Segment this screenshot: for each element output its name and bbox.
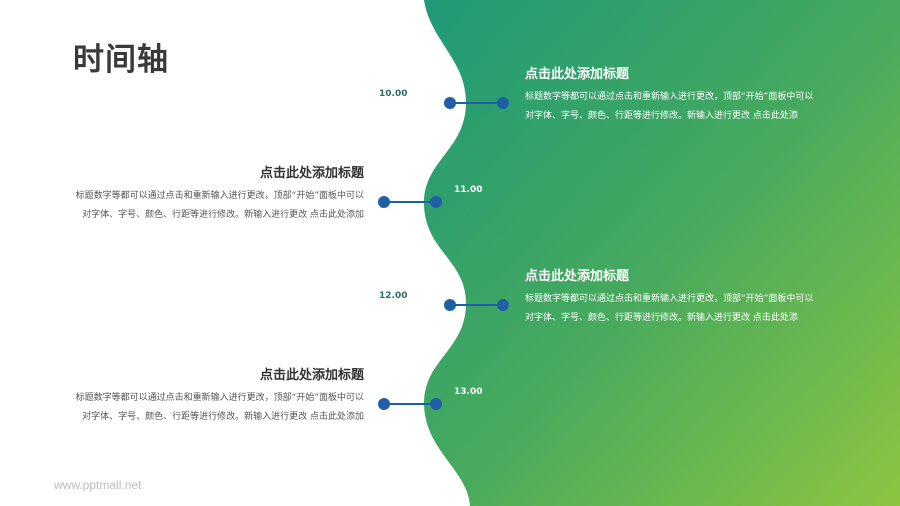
timeline-item-10: 点击此处添加标题 标题数字等都可以通过点击和重新输入进行更改，顶部“开始”面板中… <box>525 63 855 126</box>
page-title: 时间轴 <box>73 42 169 78</box>
item-title[interactable]: 点击此处添加标题 <box>259 166 364 181</box>
connector-12 <box>444 299 509 311</box>
desc-line: 对字体、字号、颜色、行距等进行修改。新输入进行更改 点击此处添 <box>525 111 798 121</box>
item-title[interactable]: 点击此处添加标题 <box>525 67 630 82</box>
item-description[interactable]: 标题数字等都可以通过点击和重新输入进行更改，顶部“开始”面板中可以 对字体、字号… <box>34 389 364 427</box>
item-description[interactable]: 标题数字等都可以通过点击和重新输入进行更改，顶部“开始”面板中可以 对字体、字号… <box>34 187 364 225</box>
desc-line: 标题数字等都可以通过点击和重新输入进行更改，顶部“开始”面板中可以 <box>75 393 364 403</box>
watermark: www.pptmall.net <box>54 478 142 492</box>
connector-10 <box>444 97 509 109</box>
item-title[interactable]: 点击此处添加标题 <box>525 269 630 284</box>
desc-line: 标题数字等都可以通过点击和重新输入进行更改，顶部“开始”面板中可以 <box>525 294 814 304</box>
connector-11 <box>378 196 442 208</box>
timeline-item-13: 点击此处添加标题 标题数字等都可以通过点击和重新输入进行更改，顶部“开始”面板中… <box>34 364 364 427</box>
item-description[interactable]: 标题数字等都可以通过点击和重新输入进行更改，顶部“开始”面板中可以 对字体、字号… <box>525 290 855 328</box>
time-label-13: 13.00 <box>454 387 483 397</box>
desc-line: 对字体、字号、颜色、行距等进行修改。新输入进行更改 点击此处添加 <box>82 412 364 422</box>
timeline-item-12: 点击此处添加标题 标题数字等都可以通过点击和重新输入进行更改，顶部“开始”面板中… <box>525 265 855 328</box>
time-label-10: 10.00 <box>379 89 408 99</box>
item-description[interactable]: 标题数字等都可以通过点击和重新输入进行更改，顶部“开始”面板中可以 对字体、字号… <box>525 88 855 126</box>
connector-13 <box>378 398 442 410</box>
desc-line: 对字体、字号、颜色、行距等进行修改。新输入进行更改 点击此处添 <box>525 313 798 323</box>
desc-line: 标题数字等都可以通过点击和重新输入进行更改，顶部“开始”面板中可以 <box>75 191 364 201</box>
item-title[interactable]: 点击此处添加标题 <box>259 368 364 383</box>
timeline-item-11: 点击此处添加标题 标题数字等都可以通过点击和重新输入进行更改，顶部“开始”面板中… <box>34 162 364 225</box>
time-label-12: 12.00 <box>379 291 408 301</box>
time-label-11: 11.00 <box>454 185 483 195</box>
desc-line: 标题数字等都可以通过点击和重新输入进行更改，顶部“开始”面板中可以 <box>525 92 814 102</box>
desc-line: 对字体、字号、颜色、行距等进行修改。新输入进行更改 点击此处添加 <box>82 210 364 220</box>
